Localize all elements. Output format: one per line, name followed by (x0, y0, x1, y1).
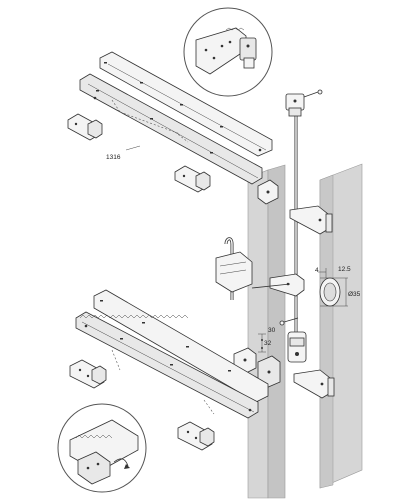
edge-offset-label: 4 (315, 267, 319, 274)
bore-diameter-label: Ø35 (348, 291, 361, 298)
detail-lens-top (183, 7, 273, 97)
cabinet-side-panel (247, 164, 286, 499)
door-panel (319, 163, 363, 489)
bore-depth-label: 12.5 (338, 266, 351, 273)
rail-length-callout: 1316 (106, 145, 141, 161)
offset-32-label: 32 (264, 340, 272, 347)
rail-length-label: 1316 (106, 154, 121, 161)
detail-lens-bottom (57, 403, 147, 493)
lower-rail (75, 289, 269, 419)
lower-cam-lock (279, 317, 307, 363)
rod-guide-lower (293, 369, 335, 399)
rod-top-cap (285, 89, 323, 117)
rod-guide-middle (269, 273, 305, 297)
upper-rail (79, 51, 273, 185)
offset-30-label: 30 (268, 327, 276, 334)
rod-guide-upper (289, 205, 333, 235)
upper-panel-connector (257, 179, 279, 205)
screw-spacing-callouts: 30 32 (258, 327, 276, 353)
hinge-dimension-callouts: 4 12.5 Ø35 (315, 266, 361, 298)
hinge-cup (318, 268, 348, 307)
upper-angle-bracket-left (67, 113, 103, 141)
rod-bend-assembly (215, 237, 291, 300)
lower-angle-bracket-right (177, 421, 215, 451)
lower-angle-bracket-left (69, 359, 107, 389)
upper-angle-bracket-right (174, 165, 211, 193)
